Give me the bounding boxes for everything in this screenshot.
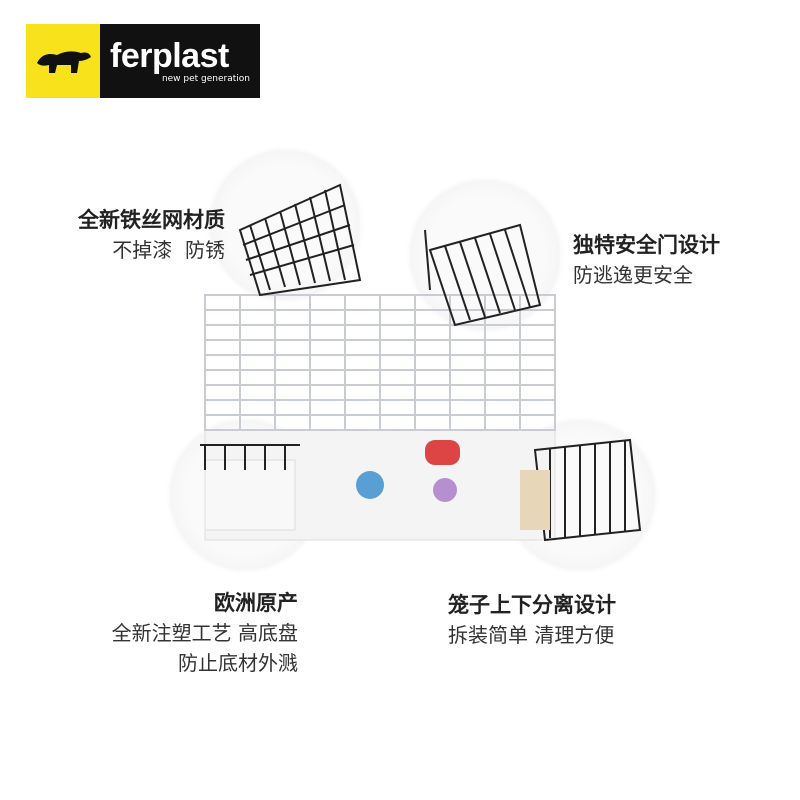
feature-title: 独特安全门设计 <box>573 233 720 257</box>
feature-desc: 防逃逸更安全 <box>573 263 693 287</box>
detail-circle-mesh <box>210 150 360 300</box>
feature-title: 欧洲原产 <box>214 591 298 615</box>
feature-desc: 拆装简单 清理方便 <box>448 623 615 647</box>
feature-european-origin: 欧洲原产 全新注塑工艺 高底盘 防止底材外溅 <box>112 588 298 678</box>
feature-desc: 防止底材外溅 <box>178 651 298 675</box>
feature-desc: 不掉漆 防锈 <box>112 238 225 262</box>
feature-title: 笼子上下分离设计 <box>448 593 616 617</box>
ferret-logo-icon <box>26 24 100 98</box>
logo-tagline: new pet generation <box>161 73 250 84</box>
feature-safety-door: 独特安全门设计 防逃逸更安全 <box>573 230 720 290</box>
feature-wire-mesh: 全新铁丝网材质 不掉漆 防锈 <box>78 205 225 265</box>
feature-desc: 全新注塑工艺 高底盘 <box>111 621 298 645</box>
feature-separable-design: 笼子上下分离设计 拆装简单 清理方便 <box>448 590 616 650</box>
feature-title: 全新铁丝网材质 <box>78 208 225 232</box>
ferplast-logo: ferplast new pet generation <box>26 24 260 98</box>
logo-name: ferplast <box>110 36 229 75</box>
